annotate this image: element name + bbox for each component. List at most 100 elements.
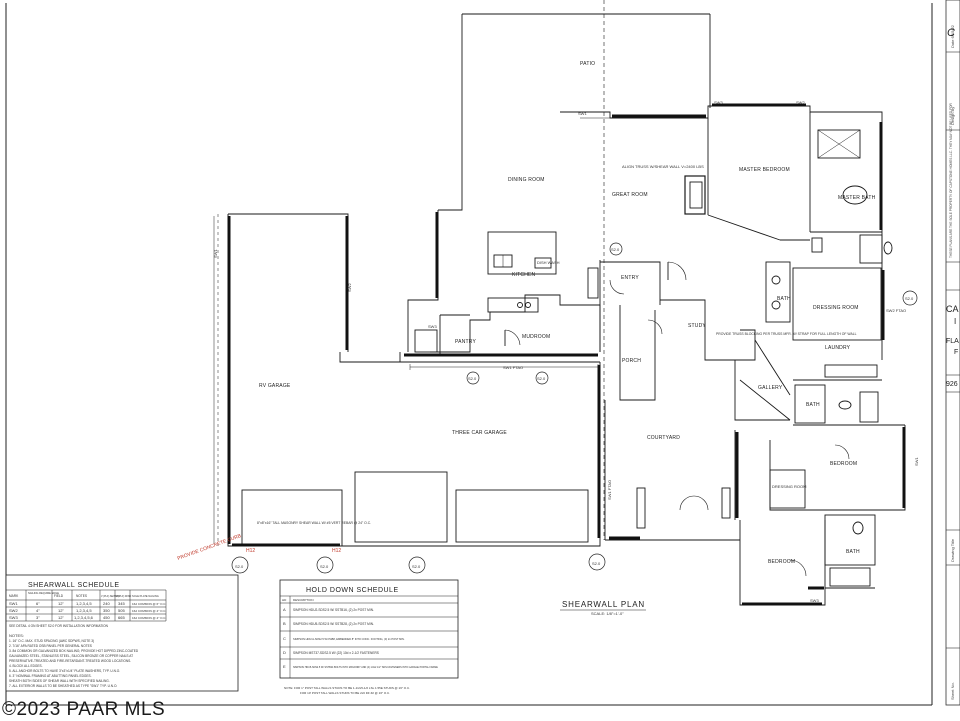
detail-callouts	[231, 242, 918, 574]
hds-note-1: NOTE: FOR 1" POST TALL WALLS STUDS TO BE…	[284, 686, 410, 690]
room-label-gallery: GALLERY	[758, 385, 783, 391]
callout-label: S2.0	[905, 296, 914, 301]
note-hd-b: H12	[332, 548, 341, 554]
hds-cell: B	[283, 621, 286, 626]
patio-outline	[438, 14, 463, 211]
tb-sheet-num: 926	[946, 381, 958, 388]
room-label-mudroom: MUDROOM	[522, 334, 550, 340]
sws-cell: 1,2,3,4,5,6	[74, 615, 94, 620]
hold-down-schedule-title: HOLD DOWN SCHEDULE	[306, 587, 399, 594]
note-provide-truss: PROVIDE TRUSS BLOCKING PER TRUSS MFR. W/…	[716, 332, 857, 336]
sws-cell: 16d COMMON @ 4" O.C.	[132, 609, 166, 613]
sw-tag: SW1	[578, 111, 587, 116]
callout-label: S2.0	[537, 376, 546, 381]
hds-row: D SIMPSON MST37-SDS2.5 W/ (22) 10d x 2-1…	[283, 650, 379, 655]
sws-cell: 12"	[58, 601, 64, 606]
room-label-bedroom: BEDROOM	[830, 461, 857, 467]
sws-cell: SW2	[9, 608, 18, 613]
mls-watermark: ©2023 PAAR MLS	[2, 699, 166, 720]
hds-note-2: FOR 10' POST TALL WALLS STUDS TO BE 2x6 …	[300, 691, 390, 695]
tb-project-2: I	[954, 317, 956, 326]
callout-label: S2.0	[468, 376, 477, 381]
sws-note: 1. 16" O.C. MAX. STUD SPACING (AWC SDPWS…	[9, 639, 94, 643]
room-label-rv-garage: RV GARAGE	[259, 383, 291, 389]
title-block: Date 6/15/22 Design By THESE PLANS ARE T…	[945, 0, 960, 706]
sws-note: 7. ALL EXTERIOR WALLS TO BE SHEATHED AS …	[9, 684, 117, 688]
sws-note: PRESERVATIVE-TREATED AND FIRE-RETARDANT-…	[9, 659, 131, 663]
room-label-kitchen: KITCHEN	[512, 272, 536, 278]
sws-note: GALVANIZED STEEL, STAINLESS STEEL, SILIC…	[9, 654, 133, 658]
sws-header: NAILING REQUIRE EDGE	[28, 591, 59, 595]
sws-cell: 16d COMMON @ 6" O.C.	[132, 602, 166, 606]
sws-header: FIELD	[54, 594, 64, 598]
note-ftao-3: SW2 FTAO	[886, 308, 906, 313]
room-label-dish-wash: DISH WASH	[537, 260, 560, 265]
hds-cell: SIMPSON HDU11-SDS2.5 W/ PAB8, EMBEDDED 8…	[293, 637, 405, 641]
tb-project-4: F	[954, 349, 958, 356]
sw-tag: SW3	[810, 598, 819, 603]
sws-note: 5. ALL ANCHOR BOLTS TO HAVE 3"x3"x1/4" P…	[9, 669, 120, 673]
sws-row: SW2 4" 12" 1,2,3,4,5 350 505 16d COMMON …	[9, 608, 166, 613]
hds-header: HD	[282, 598, 287, 602]
shearwall-segments	[227, 103, 906, 606]
tb-project-1: CA	[946, 304, 959, 314]
room-label-patio: PATIO	[580, 61, 595, 67]
hds-cell: E	[283, 664, 286, 669]
hds-cell: C	[283, 636, 286, 641]
note-ftao-2: SW1 FTAO	[607, 480, 612, 500]
room-label-bath-2: BATH	[846, 549, 860, 555]
hds-row: C SIMPSON HDU11-SDS2.5 W/ PAB8, EMBEDDED…	[283, 636, 405, 641]
tb-drawing-title: Drawing Title	[950, 538, 955, 562]
shearwall-schedule: SHEARWALL SCHEDULE MARK NAILING REQUIRE …	[5, 574, 239, 692]
sws-note: 4. BLOCK ALL EDGES.	[9, 664, 43, 668]
tb-project-3: FLA	[946, 338, 959, 345]
sw-tag: SW3	[714, 100, 723, 105]
hds-cell: SIMPSON HDU2-SDS2.5 W/ SSTB16, (2) 2x PO…	[293, 608, 374, 612]
room-label-porch: PORCH	[622, 358, 641, 364]
room-label-master-bath: MASTER BATH	[838, 195, 876, 201]
hds-cell: A	[283, 607, 286, 612]
note-ftao-1: SW1 FTAO	[503, 365, 523, 370]
sws-cell: 345	[118, 601, 125, 606]
hds-cell: SIMPSON HDU5-SDS2.5 W/ SSTB24 BOLTS INTO…	[293, 666, 438, 669]
room-label-study: STUDY	[688, 323, 706, 329]
room-label-three-car-garage: THREE CAR GARAGE	[452, 430, 507, 436]
plan-title: SHEARWALL PLAN	[562, 600, 645, 609]
shearwall-schedule-title: SHEARWALL SCHEDULE	[28, 582, 120, 589]
sws-note: 3. 8d COMMON OR GALVANIZED BOX NAILING; …	[9, 649, 139, 653]
plan-scale: SCALE: 1/8"=1'-0"	[591, 611, 624, 616]
sws-cell: 240	[103, 601, 110, 606]
room-label-courtyard: COURTYARD	[647, 435, 680, 441]
room-label-entry: ENTRY	[621, 275, 639, 281]
note-hd-a: H12	[246, 548, 255, 554]
sws-cell: 12"	[58, 615, 64, 620]
sws-cell: SW1	[9, 601, 18, 606]
room-label-great-room: GREAT ROOM	[612, 192, 648, 198]
tb-company-char: C	[947, 27, 955, 39]
sws-header: MARK	[9, 594, 19, 598]
hds-cell: D	[283, 650, 286, 655]
sws-cell: 450	[103, 615, 110, 620]
sws-cell: 505	[118, 608, 125, 613]
sws-cell: 12"	[58, 608, 64, 613]
sws-cell: 1,2,3,4,5	[76, 601, 92, 606]
hds-row: A SIMPSON HDU2-SDS2.5 W/ SSTB16, (2) 2x …	[283, 607, 374, 612]
hold-down-schedule: HOLD DOWN SCHEDULE HD DESCRIPTION A SIMP…	[279, 579, 459, 695]
sws-cell: 3"	[36, 615, 40, 620]
hds-cell: SIMPSON HDU5-SDS2.5 W/ SSTB28, (2) 2x PO…	[293, 622, 374, 626]
room-label-laundry: LAUNDRY	[825, 345, 851, 351]
sws-header: NOTES	[76, 594, 87, 598]
sws-header: SOLE PLATE NAILING	[132, 594, 159, 598]
callout-label: S2.0	[235, 564, 244, 569]
room-label-dressing-room: DRESSING ROOM	[813, 305, 859, 311]
sws-note: 6. 3" NOMINAL FRAMING AT ABUTTING PANEL …	[9, 674, 92, 678]
sw-tag: SW2	[347, 283, 352, 292]
hds-row: E SIMPSON HDU5-SDS2.5 W/ SSTB24 BOLTS IN…	[283, 664, 438, 669]
room-label-dressing-room-2: DRESSING ROOM	[772, 484, 806, 489]
sws-cell: 1,2,3,4,5	[76, 608, 92, 613]
sws-cell: 6"	[36, 601, 40, 606]
sws-cell: SW3	[9, 615, 18, 620]
room-label-pantry: PANTRY	[455, 339, 476, 345]
room-label-dining-room: DINING ROOM	[508, 177, 545, 183]
tb-design: Design By	[950, 107, 955, 125]
